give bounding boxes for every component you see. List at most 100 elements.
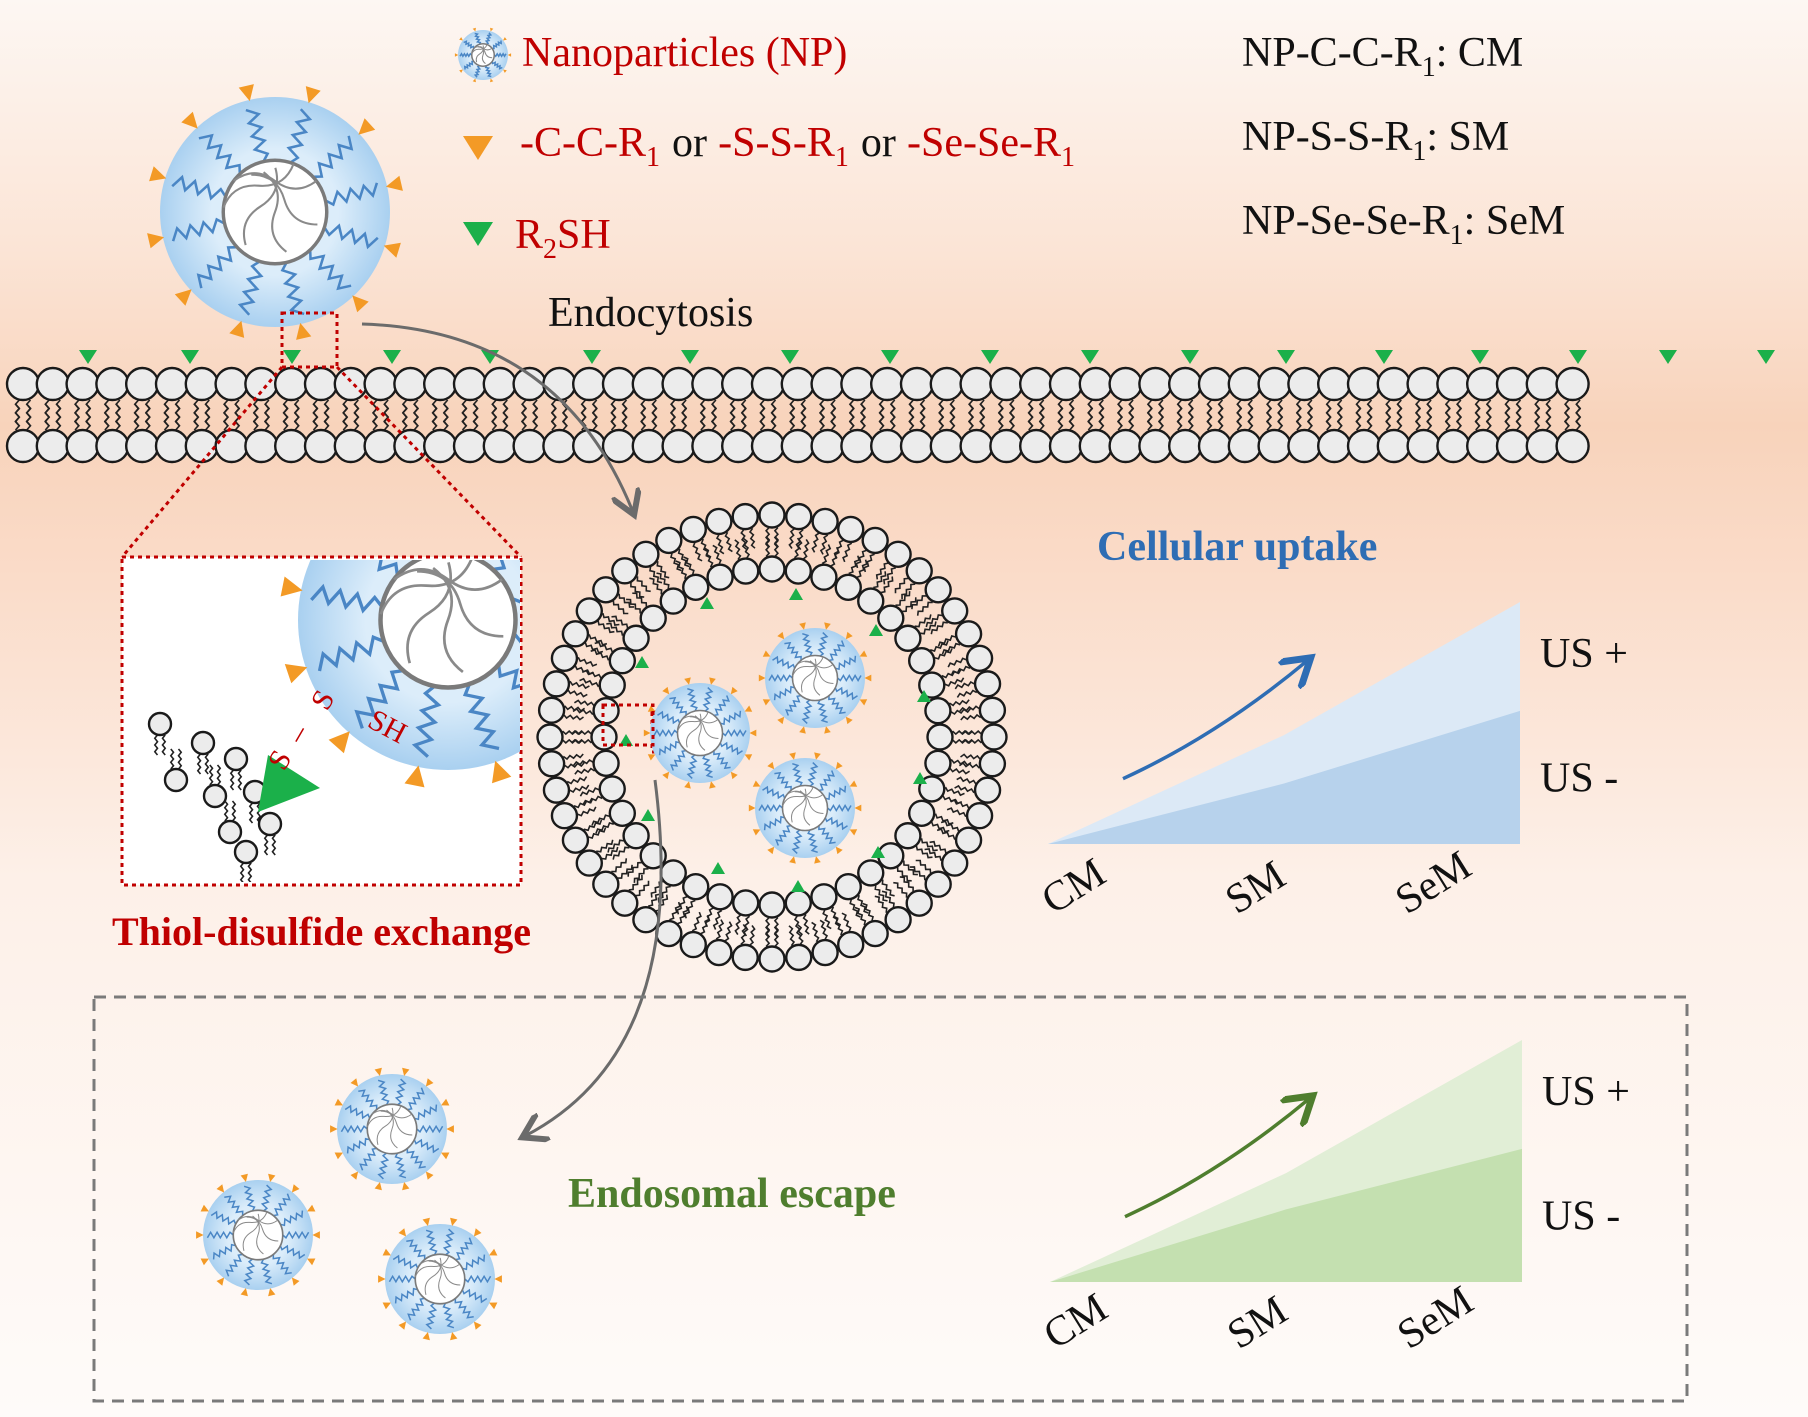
vesicle-outer-lipid	[874, 890, 912, 934]
legend-r2sh-label: R2SH	[515, 212, 611, 265]
vesicle-outer-lipid	[550, 798, 597, 830]
vesicle-outer-lipid	[855, 526, 889, 573]
vesicle-outer-lipid	[785, 924, 813, 972]
trend-arrow	[1124, 1098, 1310, 1219]
vesicle-zoom-box-left	[601, 703, 655, 747]
vesicle-outer-lipid	[731, 923, 759, 972]
vesicle-outer-lipid	[954, 670, 1002, 698]
endocytosis-label: Endocytosis	[548, 290, 753, 336]
membrane-inner-lipid	[1346, 403, 1382, 464]
vesicle-inner-lipid	[857, 859, 895, 902]
membrane-inner-lipid	[1167, 403, 1203, 464]
membrane-inner-lipid	[661, 403, 696, 464]
vesicle-inner-lipid	[626, 592, 667, 632]
vesicle-outer-lipid	[611, 557, 651, 598]
escaped-nanoparticle	[196, 1173, 320, 1297]
nanoparticle-large	[147, 84, 403, 340]
vesicle-outer-lipid	[911, 576, 952, 616]
membrane-inner-lipid	[870, 403, 905, 464]
vesicle-inner-lipid	[834, 872, 869, 918]
zoom-lipid	[190, 730, 216, 775]
r2sh-marker-icon	[981, 350, 999, 364]
zoom-lipid	[217, 800, 243, 845]
vesicle-outer-lipid	[705, 507, 733, 555]
membrane-inner-lipid	[1555, 403, 1590, 464]
vesicle-outer-lipid	[893, 876, 933, 917]
zoom-lipid	[147, 711, 173, 756]
legend-green-triangle-icon	[463, 222, 493, 246]
zoom-lipid	[242, 779, 268, 824]
r2sh-marker-icon	[681, 350, 699, 364]
vesicle-outer-lipid	[909, 859, 952, 898]
r2sh-marker-icon	[1277, 350, 1295, 364]
vesicle-inner-lipid	[810, 544, 840, 591]
vesicle-inner-lipid	[579, 775, 626, 805]
vesicle-inner-lipid	[784, 537, 812, 585]
vesicle-outer-lipid	[592, 858, 633, 898]
vesicle-outer-lipid	[561, 620, 608, 654]
vesicle-inner-lipid	[704, 544, 734, 591]
cell-membrane	[5, 350, 1775, 464]
escaped-nanoparticle	[330, 1067, 454, 1191]
zoom-nanoparticle	[280, 560, 520, 788]
zoom-lipid	[163, 748, 189, 793]
vesicle-outer-lipid	[542, 670, 590, 698]
vesicle-inner-lipid	[918, 669, 965, 699]
vesicle-inner-lipid	[607, 822, 650, 860]
vesicle-outer-lipid	[679, 911, 711, 959]
membrane-inner-lipid	[959, 403, 994, 464]
r2sh-marker-icon	[1659, 350, 1677, 364]
legend-nanoparticle-icon	[454, 27, 512, 83]
vesicle-outer-lipid	[959, 696, 1007, 724]
vesicle-outer-lipid	[611, 874, 650, 917]
membrane-inner-lipid	[1018, 403, 1054, 464]
vesicle-outer-lipid	[575, 839, 619, 877]
vesicle-outer-lipid	[575, 597, 620, 634]
r2sh-marker-icon	[871, 846, 885, 858]
vesicle-outer-lipid	[946, 798, 994, 830]
vesicle-outer-lipid	[537, 750, 585, 778]
vesicle-inner-lipid	[894, 822, 938, 859]
series-label: US +	[1540, 631, 1628, 677]
membrane-inner-lipid	[35, 403, 70, 464]
r2sh-marker-icon	[913, 772, 927, 784]
vesicle-outer-lipid	[936, 820, 983, 854]
r2sh-marker-icon	[1471, 350, 1489, 364]
membrane-inner-lipid	[423, 403, 458, 464]
series-label: US +	[1542, 1069, 1630, 1115]
vesicle-inner-lipid	[877, 842, 918, 882]
vesicle-inner-lipid	[704, 883, 734, 930]
nanoparticles-group	[147, 27, 872, 1341]
membrane-inner-lipid	[1465, 403, 1501, 464]
vesicle-inner-lipid	[907, 799, 954, 833]
r2sh-marker-icon	[881, 350, 899, 364]
vesicle-inner-lipid	[649, 572, 687, 615]
definition-sm: NP-S-S-R1: SM	[1242, 114, 1509, 167]
vesicle-inner-lipid	[924, 697, 972, 725]
vesicle-inner-lipid	[758, 891, 786, 939]
membrane-inner-lipid	[810, 403, 845, 464]
escaped-nanoparticle	[378, 1217, 502, 1341]
r2sh-marker-icon	[181, 350, 199, 364]
r2sh-marker-icon	[869, 624, 883, 636]
definition-cm: NP-C-C-R1: CM	[1242, 30, 1523, 83]
vesicle-outer-lipid	[894, 557, 933, 600]
r2sh-marker-icon	[583, 350, 601, 364]
r2sh-marker-icon	[1081, 350, 1099, 364]
vesicle-outer-lipid	[655, 526, 690, 572]
vesicle-outer-lipid	[679, 515, 711, 562]
nanoparticle-in-endosome	[758, 622, 872, 734]
vesicle-inner-lipid	[591, 799, 637, 834]
escape-region-box	[92, 995, 1689, 1403]
vesicle-inner-lipid	[732, 537, 760, 585]
zoom-r2sh-triangle-icon	[258, 755, 320, 812]
membrane-inner-lipid	[1406, 403, 1441, 464]
vesicle-outer-lipid	[561, 819, 607, 854]
r2sh-marker-icon	[1569, 350, 1587, 364]
vesicle-inner-lipid	[857, 571, 894, 615]
vesicle-inner-lipid	[676, 872, 710, 919]
vesicle-outer-lipid	[731, 502, 759, 550]
r2sh-marker-icon	[283, 350, 301, 364]
